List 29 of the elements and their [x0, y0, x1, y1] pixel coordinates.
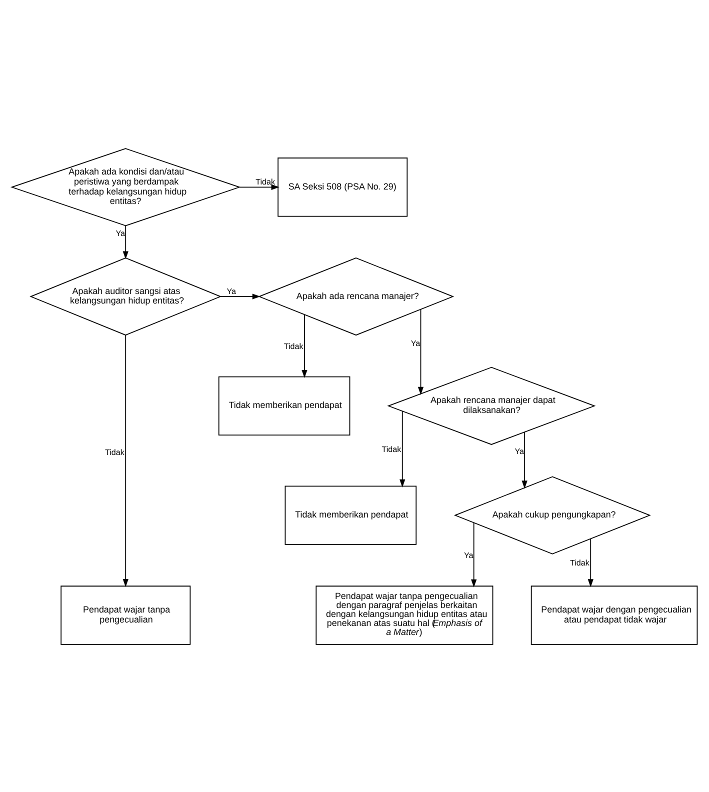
arrow [522, 431, 528, 488]
edge-label: Tidak [382, 444, 402, 454]
node-box: Pendapat wajar tanpa pengecualian [60, 585, 191, 644]
edge-label: Tidak [570, 558, 590, 568]
node-box: SA Seksi 508 (PSA No. 29) [278, 157, 408, 216]
edge-label: Ya [116, 228, 126, 238]
arrow [220, 293, 260, 299]
arrow [302, 314, 308, 378]
arrow [588, 538, 594, 587]
node-box: Tidak memberikan pendapat [218, 376, 350, 435]
edge-label: Tidak [284, 341, 304, 350]
arrow [122, 224, 128, 259]
node-diamond: Apakah auditor sangsi atas kelangsungan hidup entitas? [30, 257, 222, 336]
arrow [239, 184, 280, 190]
edge-label: Tidak [104, 447, 124, 456]
node-diamond: Apakah ada kondisi dan/atau peristiwa yang berdampak terhadap kelangsungan hidup entitas? [10, 148, 241, 226]
arrow [418, 308, 424, 394]
arrow [471, 522, 477, 587]
node-box: Tidak memberikan pendapat [284, 485, 417, 544]
edge-label: Ya [514, 446, 524, 456]
node-diamond: Apakah rencana manajer dapat dilaksanakan? [387, 366, 596, 444]
edge-label: Tidak [256, 177, 276, 186]
node-diamond: Apakah ada rencana manajer? [258, 257, 454, 336]
edge-label: Ya [410, 338, 420, 348]
arrow [122, 334, 128, 587]
arrow [400, 410, 406, 487]
edge-label: Ya [226, 286, 236, 296]
node-diamond: Apakah cukup pengungkapan? [454, 476, 651, 554]
node-box: Pendapat wajar dengan pengecualian atau pendapat tidak wajar [530, 585, 698, 644]
